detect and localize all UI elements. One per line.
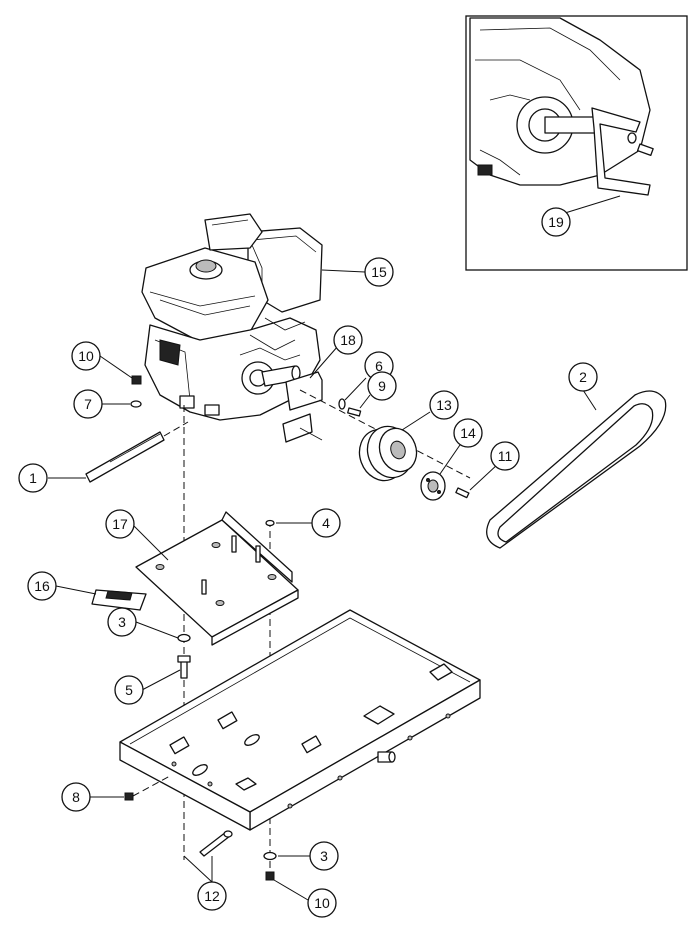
callout-12: 12	[197, 881, 227, 911]
washer-nut-bottom	[263, 851, 310, 901]
engine-mount-plate	[131, 511, 299, 646]
svg-text:2: 2	[579, 369, 587, 385]
svg-text:13: 13	[436, 397, 452, 413]
svg-text:10: 10	[314, 895, 330, 911]
svg-text:18: 18	[340, 332, 356, 348]
callout-10-lower: 10	[307, 888, 337, 918]
callout-16: 16	[27, 571, 57, 601]
callout-19: 19	[541, 207, 571, 237]
nut-washer-top	[99, 355, 142, 408]
svg-text:11: 11	[498, 448, 513, 464]
decal	[55, 585, 147, 611]
v-belt	[486, 389, 667, 549]
svg-text:1: 1	[29, 470, 37, 486]
callout-13: 13	[429, 390, 459, 420]
svg-text:3: 3	[320, 848, 328, 864]
svg-text:5: 5	[125, 682, 133, 698]
svg-text:17: 17	[112, 516, 128, 532]
svg-text:6: 6	[375, 358, 383, 374]
svg-text:7: 7	[84, 396, 92, 412]
callout-17: 17	[105, 509, 135, 539]
callout-2: 2	[568, 362, 598, 392]
callout-11: 11	[490, 441, 520, 471]
callout-1: 1	[18, 463, 48, 493]
callout-3-upper: 3	[107, 607, 137, 637]
svg-text:19: 19	[548, 214, 564, 230]
callout-18: 18	[333, 325, 363, 355]
engine-assembly	[141, 213, 366, 421]
base-frame	[119, 609, 481, 831]
pulley	[358, 411, 431, 482]
callout-10-upper: 10	[71, 341, 101, 371]
washer-bolt-left	[135, 621, 191, 691]
callout-9: 9	[367, 371, 397, 401]
key-11	[455, 463, 499, 499]
svg-text:16: 16	[34, 578, 50, 594]
inset-detail	[465, 15, 688, 271]
svg-text:4: 4	[322, 515, 330, 531]
long-bolt	[48, 421, 189, 483]
screw-top	[265, 519, 312, 527]
svg-text:10: 10	[78, 348, 94, 364]
svg-text:8: 8	[72, 789, 80, 805]
callout-5: 5	[114, 675, 144, 705]
nut-8	[90, 775, 171, 801]
svg-text:3: 3	[118, 614, 126, 630]
callout-15: 15	[364, 257, 394, 287]
callout-4: 4	[311, 508, 341, 538]
washer-and-bolt	[338, 377, 371, 417]
callout-7: 7	[73, 389, 103, 419]
pin-12	[183, 830, 233, 883]
taper-bushing	[420, 441, 463, 501]
shaft-key	[285, 345, 339, 411]
callout-14: 14	[453, 418, 483, 448]
svg-text:9: 9	[378, 378, 386, 394]
svg-text:14: 14	[460, 425, 476, 441]
svg-text:15: 15	[371, 264, 387, 280]
svg-text:12: 12	[204, 888, 220, 904]
adapter-plate	[282, 413, 323, 443]
callout-3-lower: 3	[309, 841, 339, 871]
callout-8: 8	[61, 782, 91, 812]
